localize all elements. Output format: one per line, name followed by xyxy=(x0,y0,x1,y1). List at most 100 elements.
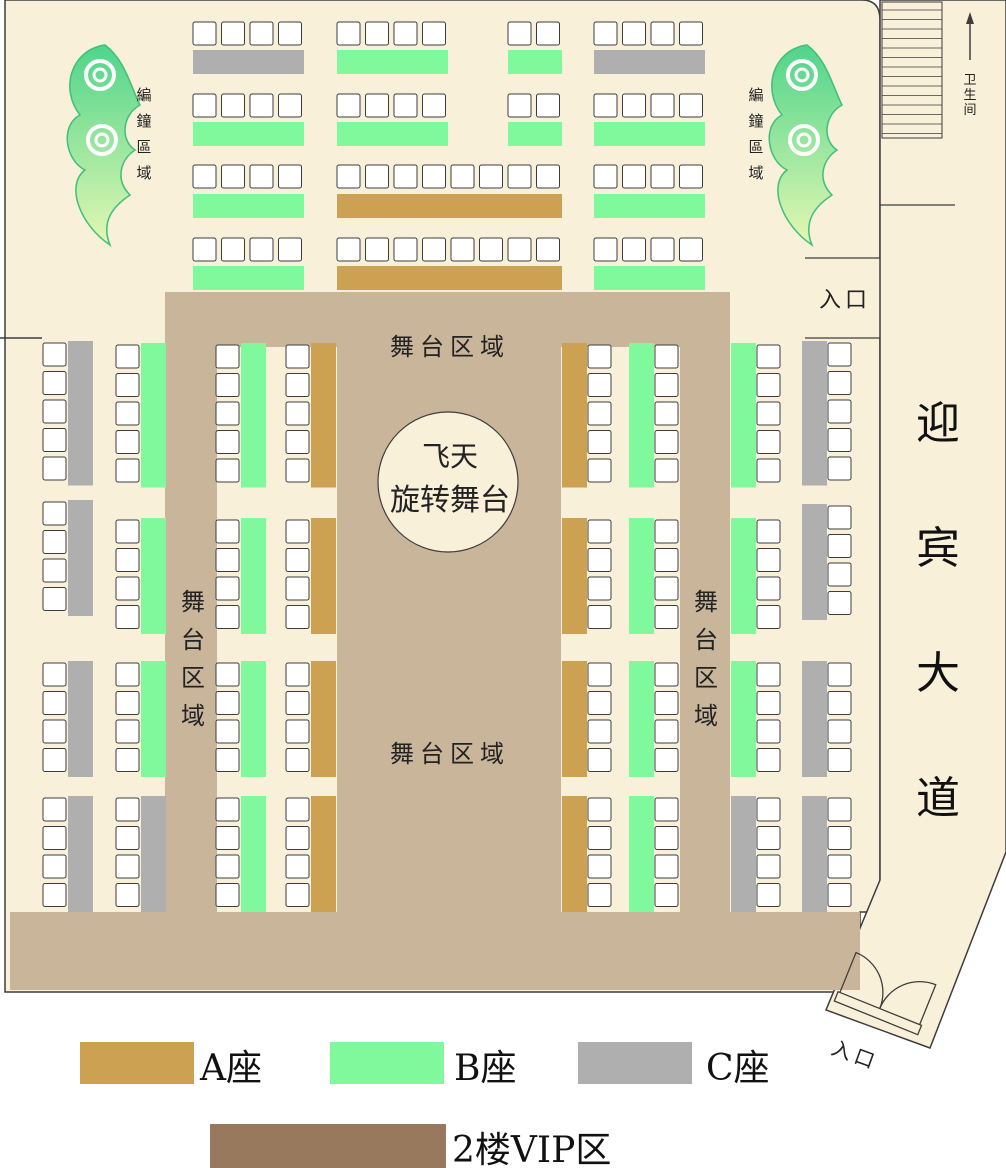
seat[interactable] xyxy=(756,519,781,544)
seat[interactable] xyxy=(827,371,852,395)
seat[interactable] xyxy=(587,458,612,483)
seat[interactable] xyxy=(215,605,240,629)
seat[interactable] xyxy=(285,883,310,907)
seat[interactable] xyxy=(285,691,310,715)
seat[interactable] xyxy=(115,797,140,822)
seat[interactable] xyxy=(115,826,140,850)
seat[interactable] xyxy=(115,662,140,687)
seat[interactable] xyxy=(756,797,781,822)
seat[interactable] xyxy=(507,21,532,46)
seat[interactable] xyxy=(285,826,310,850)
seat[interactable] xyxy=(42,456,67,481)
seat[interactable] xyxy=(285,458,310,483)
seat[interactable] xyxy=(115,691,140,715)
seat[interactable] xyxy=(654,373,679,397)
seat[interactable] xyxy=(115,344,140,369)
seat[interactable] xyxy=(215,373,240,397)
seat[interactable] xyxy=(393,237,418,262)
seat[interactable] xyxy=(285,430,310,454)
seat[interactable] xyxy=(756,548,781,572)
seat[interactable] xyxy=(587,344,612,369)
seat[interactable] xyxy=(756,430,781,454)
seat[interactable] xyxy=(365,164,389,189)
seat[interactable] xyxy=(115,883,140,907)
seat[interactable] xyxy=(115,458,140,483)
seat[interactable] xyxy=(587,662,612,687)
seat[interactable] xyxy=(827,342,852,367)
seat[interactable] xyxy=(827,591,852,615)
seat[interactable] xyxy=(115,748,140,772)
seat[interactable] xyxy=(285,748,310,772)
seat[interactable] xyxy=(756,458,781,483)
seat[interactable] xyxy=(587,748,612,772)
seat[interactable] xyxy=(221,164,245,189)
seat[interactable] xyxy=(285,719,310,744)
seat[interactable] xyxy=(827,883,852,907)
seat[interactable] xyxy=(285,662,310,687)
seat[interactable] xyxy=(215,548,240,572)
seat[interactable] xyxy=(422,93,446,118)
seat[interactable] xyxy=(507,237,532,262)
seat[interactable] xyxy=(336,164,361,189)
seat[interactable] xyxy=(654,691,679,715)
seat[interactable] xyxy=(587,826,612,850)
seat[interactable] xyxy=(221,21,245,46)
seat[interactable] xyxy=(215,401,240,426)
seat[interactable] xyxy=(507,164,532,189)
seat[interactable] xyxy=(756,576,781,601)
seat[interactable] xyxy=(650,237,675,262)
seat[interactable] xyxy=(587,691,612,715)
seat[interactable] xyxy=(587,883,612,907)
seat[interactable] xyxy=(42,428,67,452)
seat[interactable] xyxy=(827,719,852,744)
seat[interactable] xyxy=(192,237,217,262)
seat[interactable] xyxy=(587,401,612,426)
seat[interactable] xyxy=(422,237,446,262)
seat[interactable] xyxy=(42,719,67,744)
seat[interactable] xyxy=(622,237,646,262)
seat[interactable] xyxy=(192,21,217,46)
seat[interactable] xyxy=(365,237,389,262)
seat[interactable] xyxy=(756,748,781,772)
seat[interactable] xyxy=(215,826,240,850)
seat[interactable] xyxy=(215,576,240,601)
seat[interactable] xyxy=(622,21,646,46)
seat[interactable] xyxy=(393,21,418,46)
seat[interactable] xyxy=(679,21,703,46)
seat[interactable] xyxy=(221,237,245,262)
seat[interactable] xyxy=(654,430,679,454)
seat[interactable] xyxy=(827,505,852,530)
seat[interactable] xyxy=(756,373,781,397)
seat[interactable] xyxy=(654,519,679,544)
seat[interactable] xyxy=(42,530,67,554)
seat[interactable] xyxy=(215,519,240,544)
seat[interactable] xyxy=(679,164,703,189)
seat[interactable] xyxy=(654,826,679,850)
seat[interactable] xyxy=(42,371,67,395)
seat[interactable] xyxy=(587,519,612,544)
seat[interactable] xyxy=(827,797,852,822)
seat[interactable] xyxy=(278,21,302,46)
seat[interactable] xyxy=(756,719,781,744)
seat[interactable] xyxy=(827,399,852,424)
seat[interactable] xyxy=(587,373,612,397)
seat[interactable] xyxy=(365,21,389,46)
seat[interactable] xyxy=(827,428,852,452)
seat[interactable] xyxy=(479,164,503,189)
seat[interactable] xyxy=(42,691,67,715)
seat[interactable] xyxy=(278,237,302,262)
seat[interactable] xyxy=(756,605,781,629)
seat[interactable] xyxy=(654,548,679,572)
seat[interactable] xyxy=(115,401,140,426)
seat[interactable] xyxy=(42,826,67,850)
seat[interactable] xyxy=(42,501,67,526)
seat[interactable] xyxy=(593,93,618,118)
seat[interactable] xyxy=(115,719,140,744)
seat[interactable] xyxy=(192,164,217,189)
seat[interactable] xyxy=(622,164,646,189)
seat[interactable] xyxy=(215,719,240,744)
seat[interactable] xyxy=(115,605,140,629)
seat[interactable] xyxy=(393,93,418,118)
seat[interactable] xyxy=(42,587,67,611)
seat[interactable] xyxy=(827,748,852,772)
